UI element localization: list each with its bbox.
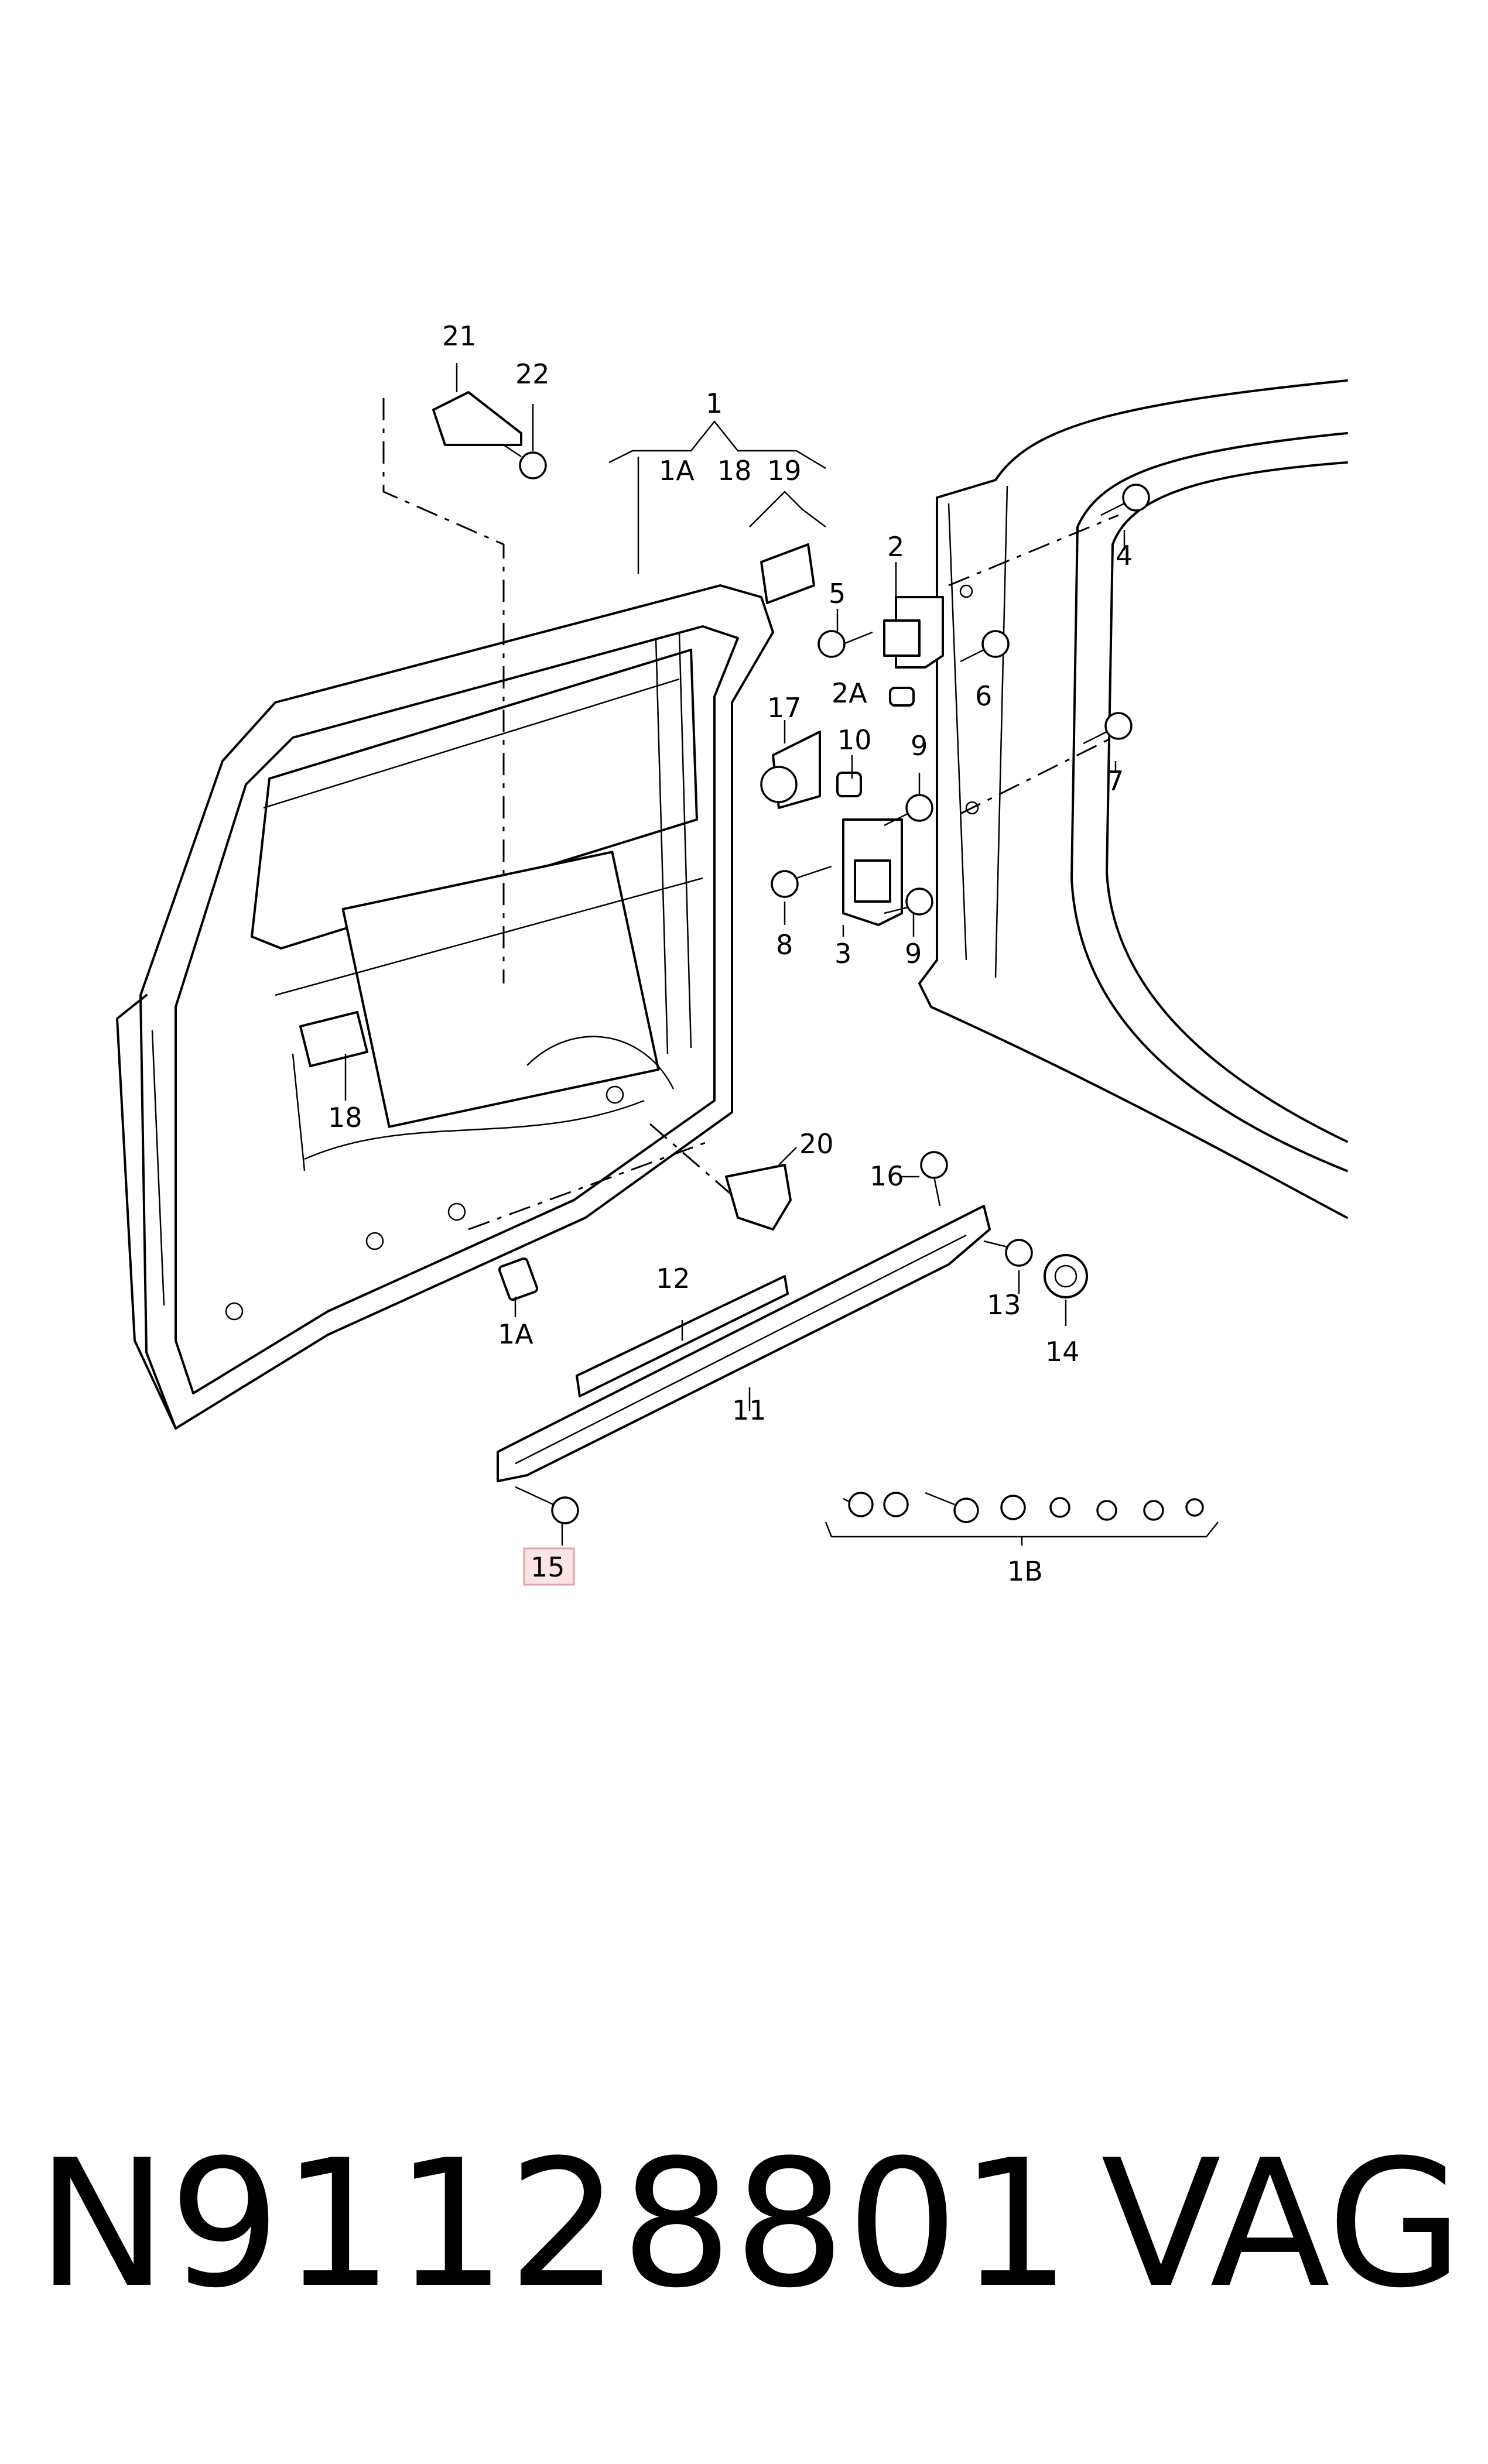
callout-4: 4 — [1116, 540, 1133, 571]
bushing-2A — [889, 687, 915, 707]
bracket-21 — [432, 391, 522, 446]
callout-16: 16 — [870, 1160, 904, 1192]
part-number: N91128801 — [36, 2122, 1073, 2326]
callout-20: 20 — [799, 1128, 834, 1160]
callout-labels: 1 1A 18 19 21 22 2 2A 3 4 5 6 7 8 9 9 10… — [328, 320, 1133, 1587]
callout-15-highlight — [523, 1547, 575, 1586]
callout-19: 19 — [767, 455, 802, 486]
callout-14: 14 — [1045, 1336, 1080, 1368]
callout-18-top: 18 — [717, 455, 752, 486]
clip-20 — [725, 1164, 792, 1231]
callout-17: 17 — [767, 692, 802, 724]
screws — [503, 444, 1204, 1524]
callout-10: 10 — [837, 724, 872, 756]
check-strap-17 — [760, 731, 821, 809]
plug-1A — [498, 1257, 539, 1301]
callout-1A-bottom: 1A — [498, 1318, 533, 1350]
brand-label: VAG — [1101, 2122, 1463, 2326]
callout-1: 1 — [706, 388, 723, 419]
leader-lines — [344, 363, 1219, 1545]
callout-3: 3 — [834, 938, 851, 969]
upper-hinge-2 — [883, 596, 944, 669]
callout-9b: 9 — [905, 938, 922, 969]
callout-22: 22 — [515, 358, 550, 390]
callout-2: 2 — [887, 531, 904, 563]
callout-1A-top: 1A — [659, 455, 695, 486]
callout-6: 6 — [975, 680, 992, 712]
callout-21: 21 — [442, 320, 477, 352]
callout-8: 8 — [776, 929, 793, 961]
clip-14 — [1044, 1254, 1088, 1298]
callout-5: 5 — [829, 578, 846, 609]
assembly-lines — [382, 398, 1119, 1231]
callout-15: 15 — [531, 1551, 565, 1583]
callout-11: 11 — [732, 1394, 767, 1426]
callout-9a: 9 — [911, 730, 928, 762]
bumper-10 — [836, 772, 862, 797]
bracket-19 — [760, 543, 815, 604]
callout-13: 13 — [987, 1289, 1021, 1321]
callout-12: 12 — [656, 1263, 690, 1294]
body-frame — [918, 379, 1348, 1219]
lower-hinge-3 — [842, 818, 903, 926]
callout-2A: 2A — [832, 677, 867, 709]
callout-18-bottom: 18 — [328, 1102, 362, 1133]
sill-trim-11 — [497, 1205, 991, 1482]
door-shell — [116, 584, 774, 1430]
callout-1B: 1B — [1007, 1555, 1043, 1587]
callout-7: 7 — [1107, 765, 1124, 797]
